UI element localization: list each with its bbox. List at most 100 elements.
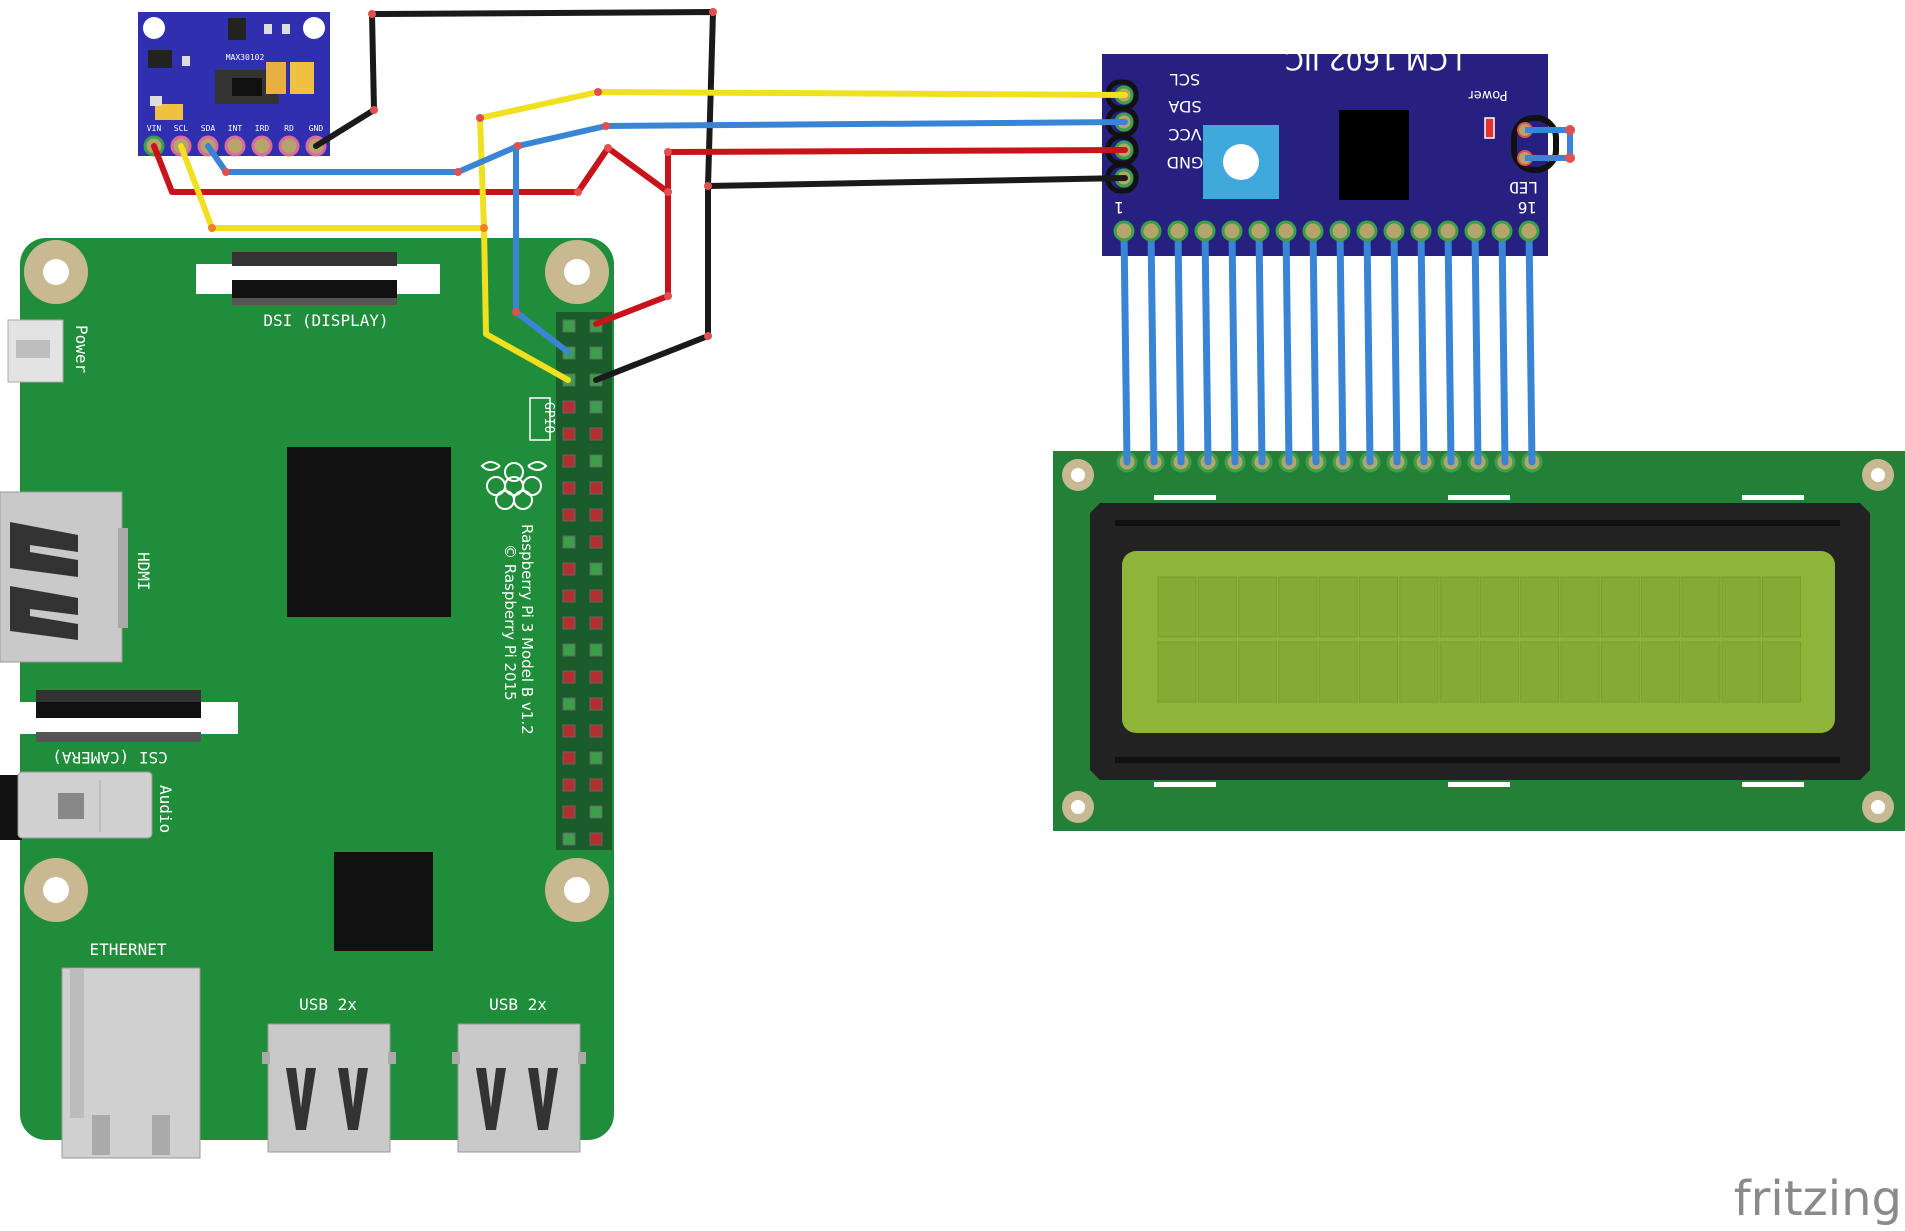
gpio-pin[interactable]: [589, 535, 603, 549]
i2c-output-pin[interactable]: [1302, 220, 1324, 242]
i2c-output-pin[interactable]: [1356, 220, 1378, 242]
i2c-pin-first-label: 1: [1114, 198, 1124, 217]
sensor-pin[interactable]: [251, 135, 273, 157]
wire-bend-point[interactable]: [574, 188, 582, 196]
gpio-pin[interactable]: [562, 535, 576, 549]
gpio-header: [556, 312, 612, 850]
gpio-pin[interactable]: [589, 427, 603, 441]
i2c-output-pin[interactable]: [1167, 220, 1189, 242]
gpio-pin[interactable]: [562, 400, 576, 414]
gpio-pin[interactable]: [562, 724, 576, 738]
i2c-output-pin[interactable]: [1140, 220, 1162, 242]
gpio-pin[interactable]: [562, 670, 576, 684]
wire-bend-point[interactable]: [664, 188, 672, 196]
wire-bend-point[interactable]: [704, 332, 712, 340]
lcd-character-cell: [1721, 576, 1761, 638]
gpio-pin[interactable]: [562, 427, 576, 441]
gpio-pin[interactable]: [589, 832, 603, 846]
gpio-pin[interactable]: [589, 508, 603, 522]
hdmi-label: HDMI: [134, 552, 153, 591]
usb-port-2: [452, 1023, 586, 1153]
contrast-potentiometer: [1203, 125, 1279, 199]
ethernet-label: ETHERNET: [89, 940, 166, 959]
wire-bend-point[interactable]: [512, 308, 520, 316]
model-label: Raspberry Pi 3 Model B v1.2: [518, 524, 536, 735]
gpio-pin[interactable]: [589, 400, 603, 414]
i2c-output-pin[interactable]: [1329, 220, 1351, 242]
gpio-pin[interactable]: [562, 805, 576, 819]
i2c-led-label: LED: [1509, 178, 1538, 197]
gpio-pin[interactable]: [589, 454, 603, 468]
i2c-output-pin[interactable]: [1383, 220, 1405, 242]
gpio-pin[interactable]: [589, 670, 603, 684]
i2c-output-pin[interactable]: [1248, 220, 1270, 242]
gpio-pin[interactable]: [562, 616, 576, 630]
gpio-pin[interactable]: [562, 778, 576, 792]
mounting-hole: [24, 858, 88, 922]
lcd-character-cell: [1762, 576, 1801, 638]
wire-bend-point[interactable]: [704, 182, 712, 190]
ribbon-wire: [1255, 227, 1266, 466]
lcd-character-cell: [1641, 576, 1681, 638]
gpio-pin[interactable]: [562, 508, 576, 522]
wire-bend-point[interactable]: [709, 8, 717, 16]
wire-bend-point[interactable]: [208, 224, 216, 232]
gpio-pin[interactable]: [589, 589, 603, 603]
gpio-pin[interactable]: [589, 778, 603, 792]
gpio-pin[interactable]: [562, 454, 576, 468]
wire-bend-point[interactable]: [480, 224, 488, 232]
lcd-character-cell: [1560, 576, 1600, 638]
gpio-pin[interactable]: [589, 751, 603, 765]
wire-bend-point[interactable]: [602, 122, 610, 130]
wire-bend-point[interactable]: [454, 168, 462, 176]
i2c-output-pin[interactable]: [1221, 220, 1243, 242]
gpio-pin[interactable]: [562, 832, 576, 846]
sensor-pin-label: SCL: [174, 124, 189, 133]
ribbon-wire: [1174, 227, 1185, 466]
gpio-pin[interactable]: [562, 589, 576, 603]
ribbon-wire: [1525, 227, 1536, 466]
wire-bend-point[interactable]: [368, 10, 376, 18]
i2c-output-pin[interactable]: [1410, 220, 1432, 242]
i2c-output-pin[interactable]: [1518, 220, 1540, 242]
gpio-pin[interactable]: [562, 319, 576, 333]
sensor-pin[interactable]: [278, 135, 300, 157]
gpio-pin[interactable]: [562, 751, 576, 765]
gpio-pin[interactable]: [589, 562, 603, 576]
gpio-pin[interactable]: [562, 697, 576, 711]
ribbon-wire: [1282, 227, 1293, 466]
gpio-pin[interactable]: [589, 616, 603, 630]
gpio-pin[interactable]: [589, 346, 603, 360]
i2c-output-pin[interactable]: [1194, 220, 1216, 242]
i2c-output-pin[interactable]: [1464, 220, 1486, 242]
lan-chip: [334, 852, 433, 951]
gpio-pin[interactable]: [589, 805, 603, 819]
wire-bend-point[interactable]: [664, 292, 672, 300]
sensor-pin[interactable]: [224, 135, 246, 157]
ribbon-wire: [1336, 227, 1347, 466]
i2c-output-pin[interactable]: [1437, 220, 1459, 242]
gpio-pin[interactable]: [589, 724, 603, 738]
ribbon-wire: [1147, 227, 1158, 466]
gpio-pin[interactable]: [562, 562, 576, 576]
lcd-1602-module: [1053, 451, 1905, 831]
wire-bend-point[interactable]: [594, 88, 602, 96]
i2c-output-pin[interactable]: [1113, 220, 1135, 242]
wire-bend-point[interactable]: [604, 144, 612, 152]
gpio-pin[interactable]: [589, 481, 603, 495]
dsi-connector: [196, 252, 440, 305]
gpio-pin[interactable]: [589, 697, 603, 711]
lcd-character-cell: [1157, 641, 1197, 703]
wire-bend-point[interactable]: [370, 106, 378, 114]
lcd-character-cell: [1399, 576, 1439, 638]
i2c-output-pin[interactable]: [1491, 220, 1513, 242]
i2c-output-pin[interactable]: [1275, 220, 1297, 242]
gpio-pin[interactable]: [562, 643, 576, 657]
wire-bend-point[interactable]: [476, 114, 484, 122]
wire-bend-point[interactable]: [222, 168, 230, 176]
gpio-pin[interactable]: [589, 643, 603, 657]
gpio-pin[interactable]: [562, 481, 576, 495]
wire-bend-point[interactable]: [514, 142, 522, 150]
wire-bend-point[interactable]: [664, 148, 672, 156]
